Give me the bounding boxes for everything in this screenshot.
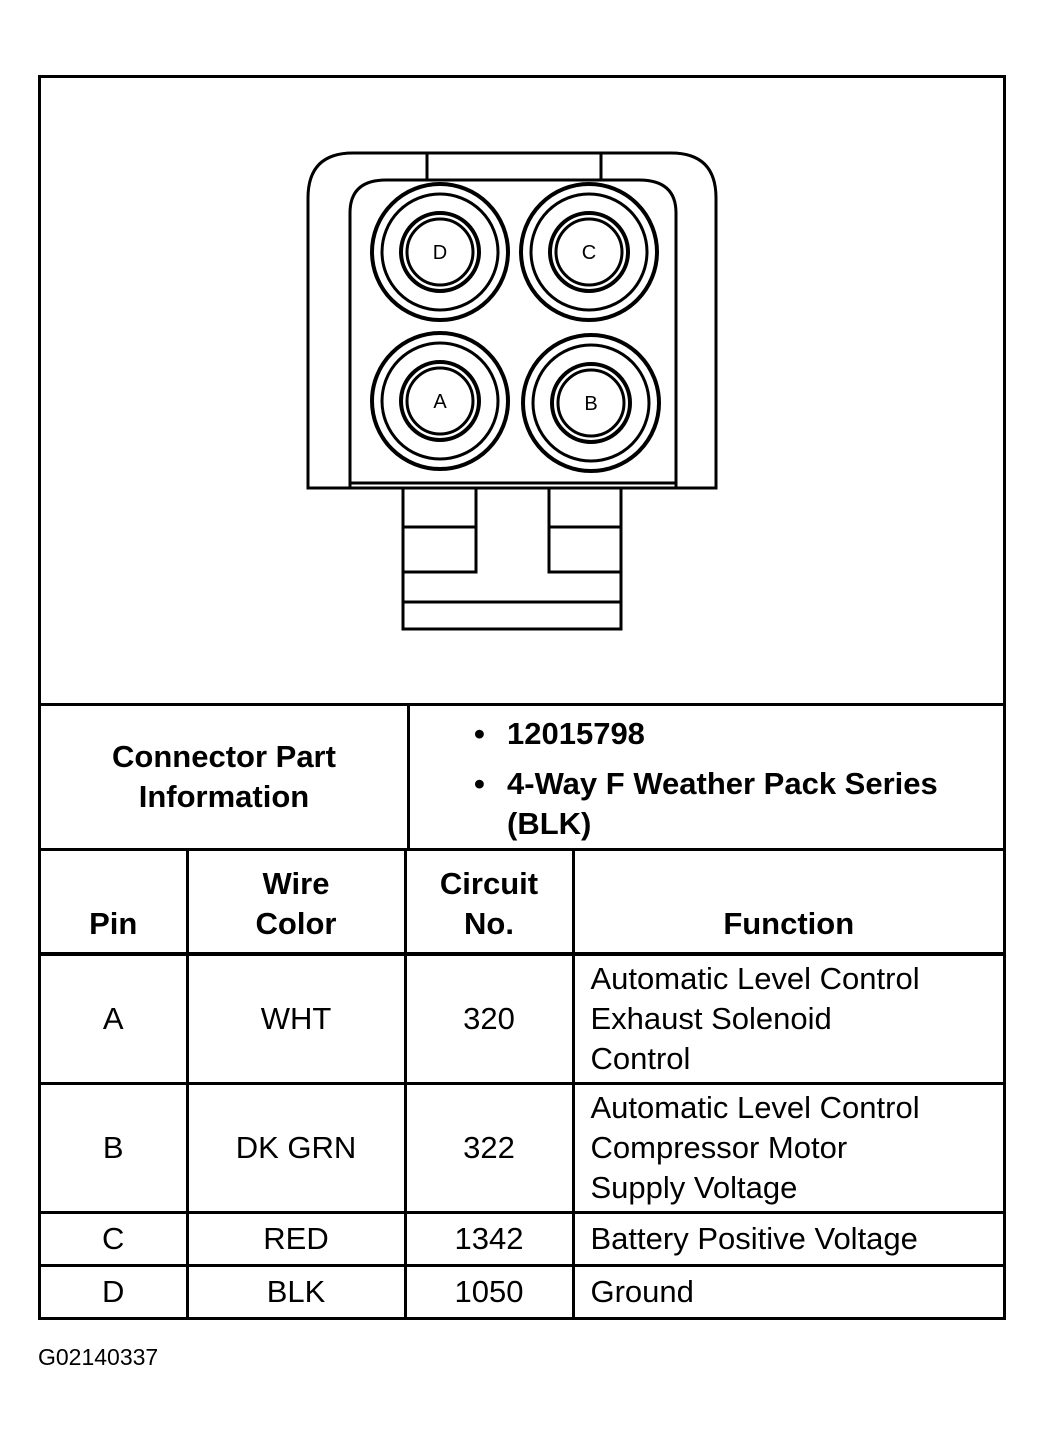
header-function: Function bbox=[571, 851, 1003, 956]
header-pin: Pin bbox=[41, 851, 189, 956]
pin-label-d: D bbox=[433, 242, 447, 264]
pin-label-b: B bbox=[584, 393, 597, 415]
connector-housing-outline bbox=[306, 151, 718, 490]
circuit-cell: 1050 bbox=[403, 1264, 575, 1317]
connector-top-latch bbox=[425, 153, 603, 182]
table-row: C RED 1342 Battery Positive Voltage bbox=[41, 1211, 1003, 1267]
pin-cavity-c bbox=[519, 182, 659, 322]
circuit-cell: 320 bbox=[403, 952, 575, 1085]
wire-color-cell: WHT bbox=[185, 952, 407, 1085]
pin-label-c: C bbox=[582, 242, 596, 264]
connector-face-diagram: D C A B bbox=[41, 78, 1003, 703]
connector-drawing: D C A B bbox=[306, 151, 718, 631]
connector-part-info-label: Connector Part Information bbox=[41, 706, 410, 848]
pin-cell: D bbox=[41, 1264, 189, 1317]
connector-inner-body bbox=[348, 178, 678, 488]
figure-code: G02140337 bbox=[38, 1344, 159, 1370]
wire-color-cell: RED bbox=[185, 1211, 407, 1267]
pin-cell: C bbox=[41, 1211, 189, 1267]
wire-color-cell: DK GRN bbox=[185, 1082, 407, 1214]
connector-part-info-row: Connector Part Information • 12015798 • … bbox=[41, 703, 1003, 851]
pin-cell: B bbox=[41, 1082, 189, 1214]
connector-part-info-list: • 12015798 • 4-Way F Weather Pack Series… bbox=[411, 706, 1001, 848]
pin-cavity-d bbox=[370, 182, 510, 322]
pin-cavity-b bbox=[521, 333, 661, 473]
pin-cell: A bbox=[41, 952, 189, 1085]
bullet-icon: • bbox=[474, 716, 485, 751]
table-row: D BLK 1050 Ground bbox=[41, 1264, 1003, 1317]
wire-color-cell: BLK bbox=[185, 1264, 407, 1317]
circuit-cell: 322 bbox=[403, 1082, 575, 1214]
function-cell: Ground bbox=[571, 1264, 1003, 1317]
pin-label-a: A bbox=[433, 391, 447, 413]
circuit-cell: 1342 bbox=[403, 1211, 575, 1267]
function-cell: Battery Positive Voltage bbox=[571, 1211, 1003, 1267]
connector-lock-tab bbox=[401, 488, 623, 631]
connector-diagram-frame: D C A B Connector Part Information • 120… bbox=[38, 75, 1006, 1320]
connector-type-item: • 4-Way F Weather Pack Series (BLK) bbox=[474, 766, 938, 841]
part-number-item: • 12015798 bbox=[411, 714, 645, 754]
pin-cavity-a bbox=[370, 331, 510, 471]
bullet-icon: • bbox=[474, 766, 485, 801]
